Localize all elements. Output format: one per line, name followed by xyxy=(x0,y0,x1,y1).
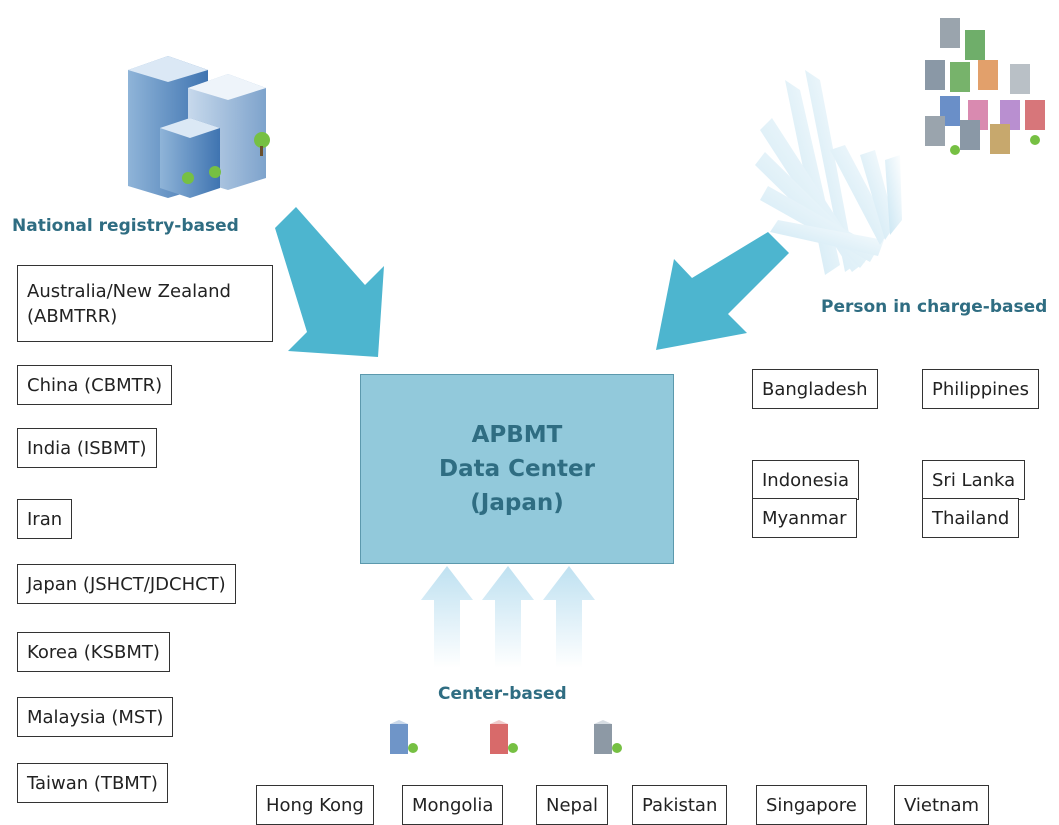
small-building-icon xyxy=(390,720,418,754)
national-item: Korea (KSBMT) xyxy=(17,632,170,672)
center-based-heading: Center-based xyxy=(438,684,567,704)
national-item: China (CBMTR) xyxy=(17,365,173,405)
center-based-item: Singapore xyxy=(756,785,867,825)
center-line-2: Data Center xyxy=(439,456,595,482)
national-item: Taiwan (TBMT) xyxy=(17,763,168,803)
person-item: Indonesia xyxy=(752,460,860,500)
building-cluster-icon xyxy=(925,18,1045,155)
center-based-item: Vietnam xyxy=(894,785,990,825)
person-fan-rays xyxy=(755,70,902,275)
national-item: Japan (JSHCT/JDCHCT) xyxy=(17,564,236,604)
national-item: Iran xyxy=(17,499,73,539)
person-item: Sri Lanka xyxy=(922,460,1026,500)
person-item: Thailand xyxy=(922,498,1020,538)
person-heading: Person in charge-based xyxy=(821,297,1048,317)
national-item: Malaysia (MST) xyxy=(17,697,174,737)
person-arrow xyxy=(656,232,789,350)
national-heading: National registry-based xyxy=(12,216,239,236)
small-building-icon xyxy=(594,720,622,754)
center-based-item: Mongolia xyxy=(402,785,504,825)
center-line-3: (Japan) xyxy=(470,490,564,516)
national-item: India (ISBMT) xyxy=(17,428,157,468)
person-item: Philippines xyxy=(922,369,1039,409)
office-buildings-icon xyxy=(128,56,270,198)
person-item: Myanmar xyxy=(752,498,857,538)
person-item: Bangladesh xyxy=(752,369,878,409)
center-line-1: APBMT xyxy=(471,422,563,448)
national-arrow xyxy=(275,207,384,357)
center-based-item: Hong Kong xyxy=(256,785,374,825)
center-based-item: Pakistan xyxy=(632,785,728,825)
national-item: Australia/New Zealand (ABMTRR) xyxy=(17,265,273,342)
center-based-arrows xyxy=(421,566,595,668)
center-based-item: Nepal xyxy=(536,785,608,825)
apbmt-data-center: APBMT Data Center (Japan) xyxy=(360,374,674,564)
small-building-icon xyxy=(490,720,518,754)
